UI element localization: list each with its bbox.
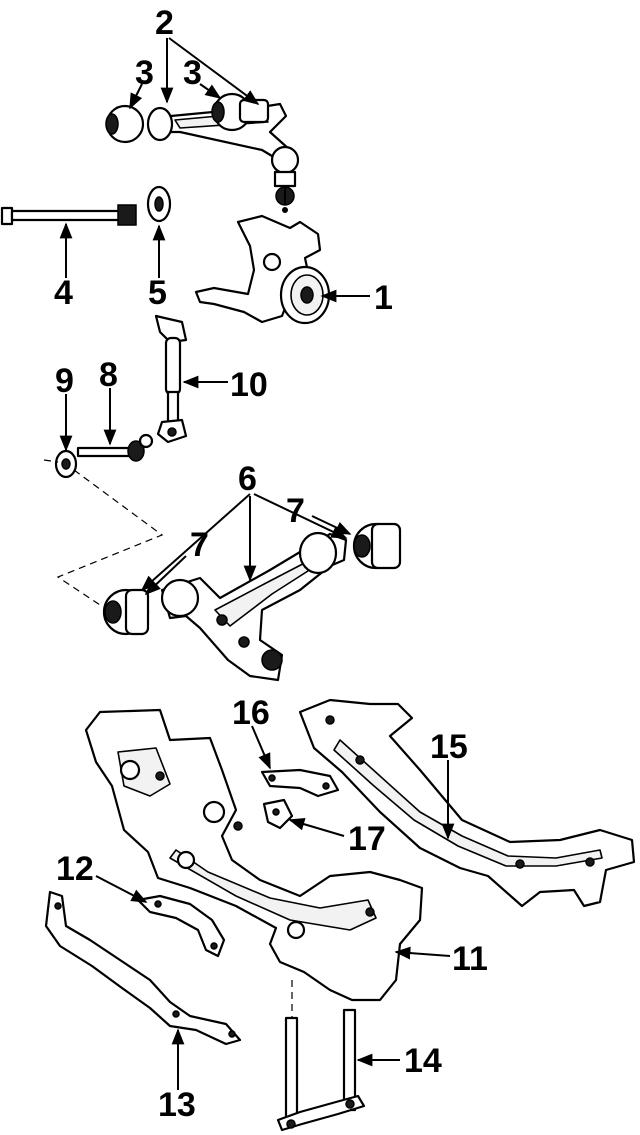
callout-15: 15 (430, 728, 468, 766)
skid-plate (44, 890, 242, 1046)
lower-control-arm (160, 531, 348, 682)
callout-12: 12 (56, 850, 94, 888)
callout-14: 14 (404, 1042, 442, 1080)
lower-arm-bushing-rear (352, 522, 402, 570)
upper-arm-bushing-left (105, 104, 174, 144)
callout-1: 1 (374, 279, 393, 317)
callout-17: 17 (348, 820, 386, 858)
lower-arm-bushing-front (102, 588, 150, 636)
callout-16: 16 (232, 694, 270, 732)
stud-bolts (276, 980, 366, 1132)
rear-crossmember (298, 698, 636, 908)
callout-11: 11 (452, 940, 488, 978)
callout-8: 8 (99, 356, 118, 394)
cam-plate (54, 449, 78, 479)
front-subframe (84, 708, 424, 1002)
callout-2: 2 (155, 4, 174, 42)
cam-washer (146, 185, 172, 223)
callout-7-right: 7 (286, 492, 305, 530)
callout-5: 5 (148, 274, 167, 312)
bracket-upper (260, 768, 340, 798)
callout-6: 6 (238, 460, 257, 498)
bracket-lower (262, 798, 294, 830)
stabilizer-link (154, 314, 188, 444)
callout-10: 10 (230, 366, 268, 404)
callout-7-left: 7 (190, 526, 209, 564)
callout-3-right: 3 (183, 54, 202, 92)
callout-3-left: 3 (135, 54, 154, 92)
long-bolt (0, 204, 137, 226)
callout-13: 13 (158, 1086, 196, 1124)
upper-arm-bushing-right (211, 92, 270, 132)
callout-9: 9 (55, 362, 74, 400)
leader-lines (59, 37, 455, 1090)
steering-knuckle (194, 214, 331, 325)
reinforcement-bar (136, 894, 226, 958)
callout-4: 4 (54, 274, 73, 312)
cam-bolt (76, 433, 154, 462)
